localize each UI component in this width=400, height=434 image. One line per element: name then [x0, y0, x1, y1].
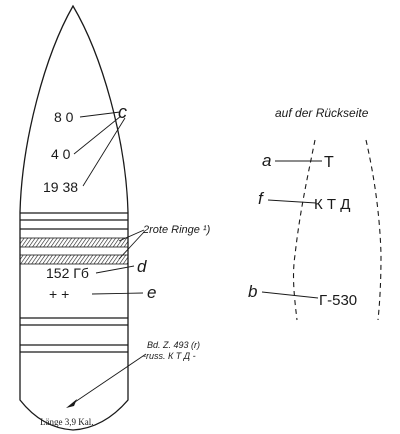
leader-line: [71, 353, 147, 405]
red-ring-2: [19, 254, 129, 265]
leader-line: [95, 265, 135, 274]
callout-e: e: [147, 283, 156, 302]
back-heading: auf der Rückseite: [275, 106, 369, 120]
leader-line: [91, 292, 144, 295]
callout-rings: 2rote Ringe ¹): [142, 224, 211, 236]
leader-line: [73, 115, 122, 155]
marking-caliber: 152 Гб: [46, 265, 89, 281]
callout-d: d: [137, 257, 147, 276]
caption: Länge 3,9 Kal.: [40, 417, 93, 427]
leader-line: [79, 111, 121, 118]
back-mark-b: Г-530: [319, 292, 357, 309]
leader-lines: [71, 111, 147, 405]
back-outline-left: [292, 139, 316, 321]
back-letter-a: a: [262, 151, 271, 170]
projectile: [19, 4, 129, 431]
back-leader-f: [267, 199, 317, 204]
callout-base-line2: -russ. К Т Д -: [143, 351, 196, 361]
ogive-outline: [19, 4, 129, 213]
back-mark-a: Т: [324, 154, 334, 171]
leader-line: [118, 231, 145, 260]
back-mark-f: К Т Д: [314, 196, 350, 213]
body-outline: [19, 212, 129, 431]
red-ring-1: [19, 237, 129, 248]
back-letter-f: f: [258, 189, 265, 208]
back-outline: [292, 139, 382, 321]
marking-1938: 19 38: [43, 179, 78, 195]
back-letter-b: b: [248, 282, 257, 301]
back-outline-right: [365, 139, 382, 321]
marking-crosses: + +: [49, 286, 69, 302]
leader-line: [118, 229, 145, 242]
callout-c: c: [118, 102, 127, 122]
arrowhead: [66, 399, 77, 408]
callout-base-line1: Bd. Z. 493 (r): [147, 340, 200, 350]
marking-40: 4 0: [51, 146, 71, 162]
marking-80: 8 0: [54, 109, 74, 125]
back-leader-b: [261, 291, 319, 299]
leader-line: [82, 117, 126, 187]
